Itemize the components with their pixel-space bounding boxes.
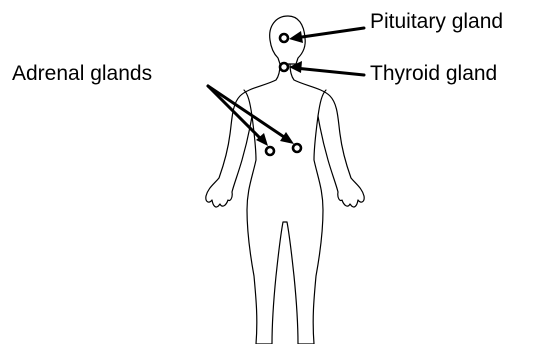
adrenal-marker-right [293, 144, 301, 152]
right-arm-inner [318, 90, 326, 116]
adrenal-glands-label: Adrenal glands [12, 62, 152, 86]
adrenal-pointer-line-left [208, 86, 264, 142]
pituitary-arrowhead [289, 31, 303, 43]
adrenal-arrowhead-right [280, 132, 294, 144]
thyroid-marker [280, 63, 288, 71]
thyroid-pointer-line [295, 68, 364, 75]
pituitary-pointer-line [295, 28, 364, 38]
pituitary-marker [280, 34, 288, 42]
pituitary-gland-label: Pituitary gland [370, 10, 503, 34]
thyroid-gland-label: Thyroid gland [370, 62, 497, 86]
adrenal-marker-left [266, 147, 274, 155]
